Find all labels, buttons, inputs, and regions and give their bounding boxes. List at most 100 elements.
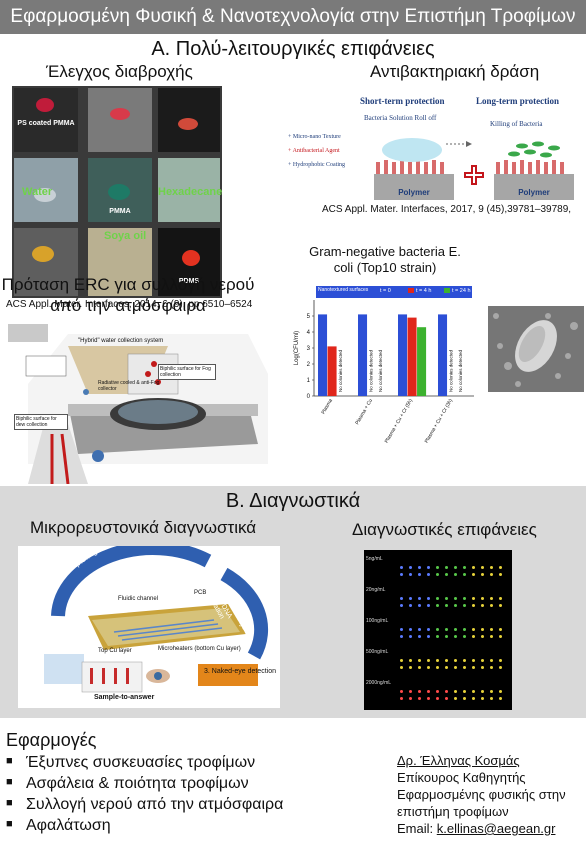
detection-spot bbox=[427, 597, 430, 600]
detection-spot bbox=[454, 659, 457, 662]
detection-spot bbox=[436, 597, 439, 600]
long-term-label: Long-term protection bbox=[476, 96, 560, 106]
detection-spot bbox=[400, 628, 403, 631]
concentration-label: 100ng/mL bbox=[366, 618, 389, 624]
detection-spot bbox=[436, 635, 439, 638]
bacteria-chart-title: Gram-negative bacteria E. coli (Top10 st… bbox=[309, 244, 461, 275]
detection-spot bbox=[427, 628, 430, 631]
legend-label: t = 4 h bbox=[416, 288, 431, 294]
concentration-label: 2000ng/mL bbox=[366, 680, 392, 686]
polymer-label-left: Polymer bbox=[398, 188, 430, 197]
detection-spot bbox=[400, 666, 403, 669]
detection-spot bbox=[463, 666, 466, 669]
contact-field-1: Εφαρμοσμένης φυσικής στην bbox=[397, 787, 566, 802]
detection-spot bbox=[490, 690, 493, 693]
detection-spot bbox=[499, 597, 502, 600]
detection-spot bbox=[463, 566, 466, 569]
detection-spot bbox=[472, 690, 475, 693]
list-item: Ασφάλεια & ποιότητα τροφίμων bbox=[4, 775, 283, 793]
legend-label: t = 24 h bbox=[452, 288, 471, 294]
detection-spot bbox=[427, 697, 430, 700]
detection-spot bbox=[481, 666, 484, 669]
detection-spot bbox=[445, 690, 448, 693]
email-link[interactable]: k.ellinas@aegean.gr bbox=[436, 821, 556, 836]
detection-spot bbox=[454, 566, 457, 569]
detection-spot bbox=[400, 597, 403, 600]
contact-block: Δρ. Έλληνας Κοσμάς Επίκουρος Καθηγητής Ε… bbox=[397, 752, 566, 837]
detection-spot bbox=[499, 604, 502, 607]
detection-spot bbox=[472, 597, 475, 600]
contact-role: Επίκουρος Καθηγητής bbox=[397, 770, 526, 785]
detection-spot bbox=[481, 697, 484, 700]
killing-label: Killing of Bacteria bbox=[490, 120, 543, 128]
detection-spot bbox=[400, 566, 403, 569]
page-title: Εφαρμοσμένη Φυσική & Νανοτεχνολογία στην… bbox=[10, 6, 576, 27]
detection-spot bbox=[445, 604, 448, 607]
page-banner: Εφαρμοσμένη Φυσική & Νανοτεχνολογία στην… bbox=[0, 0, 586, 34]
y-tick-label: 1 bbox=[307, 378, 311, 384]
detection-spot bbox=[445, 566, 448, 569]
detection-spot bbox=[472, 635, 475, 638]
microfluidic-diagram: 1. Cell capturing 2. Chemical cell lysis… bbox=[18, 541, 280, 708]
section-a-title: Α. Πολύ-λειτουργικές επιφάνειες bbox=[151, 38, 435, 60]
detection-spot bbox=[436, 573, 439, 576]
hybrid-system-label: "Hybrid" water collection system bbox=[78, 338, 164, 344]
no-colonies-label: No colonies detected bbox=[338, 349, 343, 392]
detection-spot bbox=[499, 628, 502, 631]
detection-spot bbox=[400, 659, 403, 662]
detection-spot bbox=[463, 697, 466, 700]
y-tick-label: 0 bbox=[307, 394, 311, 400]
detection-spot bbox=[454, 666, 457, 669]
agent-label: Antibacterial Agent bbox=[292, 148, 340, 154]
detection-spot bbox=[445, 659, 448, 662]
list-item: Συλλογή νερού από την ατμόσφαιρα bbox=[4, 796, 283, 814]
detection-spot bbox=[418, 635, 421, 638]
detection-spot bbox=[481, 604, 484, 607]
detection-spot bbox=[409, 659, 412, 662]
detection-spot bbox=[499, 666, 502, 669]
detection-spot bbox=[481, 635, 484, 638]
concentration-label: 5ng/mL bbox=[366, 556, 383, 562]
detection-spot bbox=[445, 666, 448, 669]
roll-off-label: Bacteria Solution Roll off bbox=[364, 114, 437, 122]
detection-spot bbox=[499, 690, 502, 693]
chart-bar bbox=[398, 314, 408, 396]
detection-spot bbox=[490, 635, 493, 638]
detection-spot bbox=[409, 690, 412, 693]
soya-oil-label: Soya oil bbox=[104, 230, 147, 242]
detection-spot bbox=[472, 566, 475, 569]
detection-spot bbox=[481, 597, 484, 600]
antibacterial-citation: ACS Appl. Mater. Interfaces, 2017, 9 (45… bbox=[322, 204, 572, 215]
pdms-label: PDMS bbox=[178, 278, 200, 285]
chart-bar bbox=[438, 314, 448, 396]
detection-spot bbox=[418, 566, 421, 569]
detection-spot bbox=[454, 597, 457, 600]
detection-spot bbox=[472, 666, 475, 669]
detection-spot bbox=[454, 573, 457, 576]
detection-spot bbox=[409, 628, 412, 631]
detection-spot bbox=[481, 566, 484, 569]
applications-list: Έξυπνες συσκευασίες τροφίμων Ασφάλεια & … bbox=[4, 754, 283, 838]
texture-label: Micro-nano Texture bbox=[292, 134, 341, 140]
detection-spot bbox=[427, 566, 430, 569]
detection-spot bbox=[418, 604, 421, 607]
detection-spot bbox=[418, 573, 421, 576]
section-b-title: Β. Διαγνωστικά bbox=[225, 490, 361, 512]
no-colonies-label: No colonies detected bbox=[368, 349, 373, 392]
section-diagnostics: Β. Διαγνωστικά Μικρορευστονικά διαγνωστι… bbox=[0, 486, 586, 718]
detection-spot bbox=[454, 628, 457, 631]
detection-spot bbox=[409, 566, 412, 569]
detection-spot bbox=[436, 604, 439, 607]
detection-spot bbox=[472, 628, 475, 631]
detection-spot bbox=[463, 659, 466, 662]
detection-spot bbox=[463, 690, 466, 693]
detection-spot bbox=[400, 635, 403, 638]
detection-spot bbox=[400, 604, 403, 607]
ps-coated-label: PS coated PMMA bbox=[17, 120, 75, 127]
chart-bar bbox=[417, 327, 427, 396]
detection-spot bbox=[409, 604, 412, 607]
detection-spot bbox=[472, 573, 475, 576]
microheaters-label: Microheaters (bottom Cu layer) bbox=[158, 646, 241, 652]
detection-spot bbox=[490, 604, 493, 607]
